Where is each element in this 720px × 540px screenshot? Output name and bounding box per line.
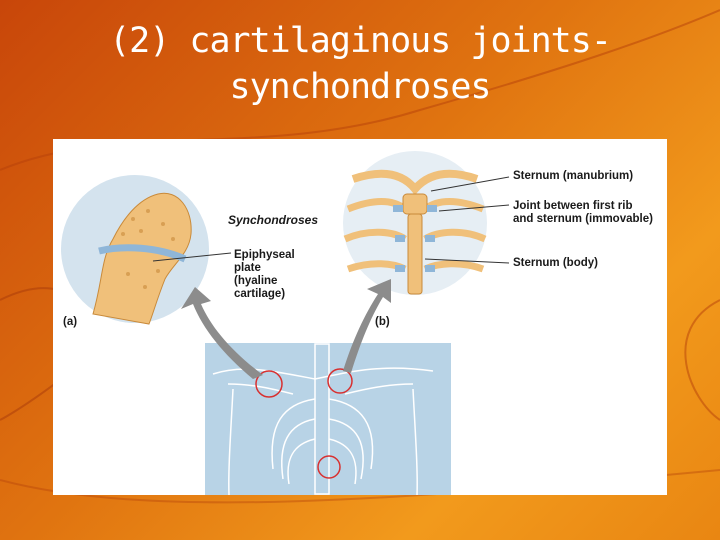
slide-title: (2) cartilaginous joints- synchondroses [0,18,720,110]
epiphyseal-label-line-4: cartilage) [234,288,295,301]
epiphyseal-label-line-1: Epiphyseal [234,249,295,262]
figure-panel: Synchondroses Epiphyseal plate (hyaline … [53,139,667,495]
sternum-manubrium-label: Sternum (manubrium) [513,170,633,183]
panel-a-marker: (a) [63,316,77,329]
slide-title-line-2: synchondroses [0,64,720,110]
sternum-body-label: Sternum (body) [513,257,598,270]
epiphyseal-plate-label: Epiphyseal plate (hyaline cartilage) [234,249,295,301]
panel-b-marker: (b) [375,316,390,329]
first-rib-joint-line-1: Joint between first rib [513,200,653,213]
epiphyseal-label-line-3: (hyaline [234,275,295,288]
epiphyseal-label-line-2: plate [234,262,295,275]
first-rib-joint-label: Joint between first rib and sternum (imm… [513,200,653,226]
synchondroses-heading: Synchondroses [228,214,318,227]
sternum-illustration [343,151,487,295]
figure-illustration [53,139,667,495]
slide-title-line-1: (2) cartilaginous joints- [0,18,720,64]
first-rib-joint-line-2: and sternum (immovable) [513,213,653,226]
